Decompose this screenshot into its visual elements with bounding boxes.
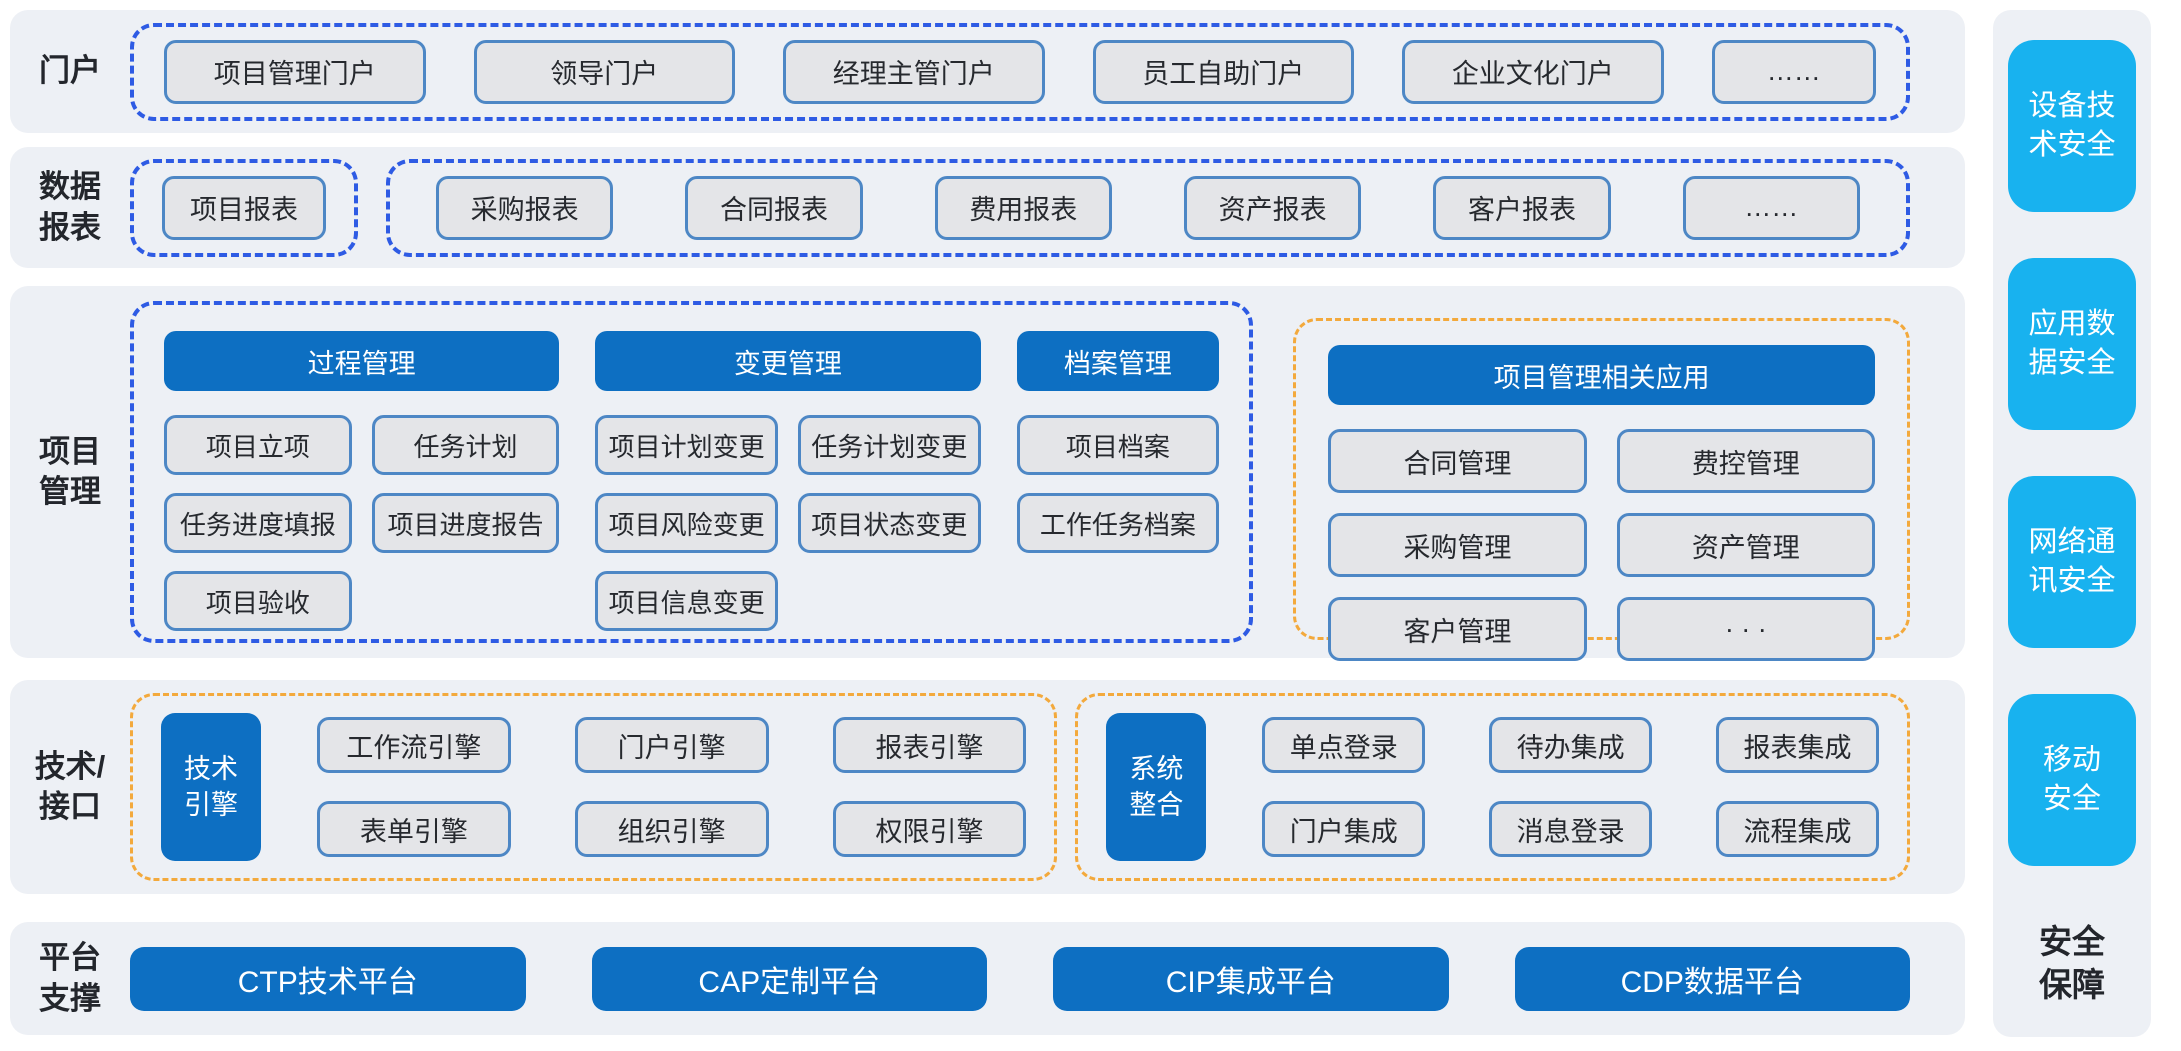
process-header-button[interactable]: 过程管理 <box>164 331 560 391</box>
archive-management-group: 档案管理 项目档案 工作任务档案 <box>1016 331 1220 613</box>
platform-button[interactable]: CDP数据平台 <box>1514 946 1910 1011</box>
process-item-button[interactable]: 任务进度填报 <box>164 493 352 553</box>
change-item-button[interactable]: 任务计划变更 <box>797 415 981 475</box>
change-item-button[interactable]: 项目风险变更 <box>595 493 778 553</box>
integration-button[interactable]: 报表集成 <box>1716 717 1879 773</box>
engine-button[interactable]: 工作流引擎 <box>317 717 511 773</box>
related-app-button[interactable]: 费控管理 <box>1616 429 1875 493</box>
related-apps-box: 项目管理相关应用 合同管理 费控管理 采购管理 资产管理 客户管理 · · · <box>1293 318 1910 661</box>
security-button[interactable]: 网络通 讯安全 <box>2008 476 2136 648</box>
security-button[interactable]: 设备技 术安全 <box>2008 40 2136 212</box>
project-management-row: 项目 管理 过程管理 项目立项 任务计划 任务进度填报 项目进度报告 项目验收 … <box>10 286 1965 661</box>
system-integration-header-button[interactable]: 系统 整合 <box>1106 713 1207 861</box>
portal-button[interactable]: 员工自助门户 <box>1092 39 1355 104</box>
change-management-group: 变更管理 项目计划变更 任务计划变更 项目风险变更 项目状态变更 项目信息变更 <box>595 331 981 631</box>
archive-grid: 项目档案 工作任务档案 <box>1016 415 1220 553</box>
integration-button[interactable]: 消息登录 <box>1489 801 1653 857</box>
engine-button[interactable]: 组织引擎 <box>574 801 769 857</box>
related-apps-grid: 合同管理 费控管理 采购管理 资产管理 客户管理 · · · <box>1328 429 1875 661</box>
system-integration-grid: 单点登录 待办集成 报表集成 门户集成 消息登录 流程集成 <box>1262 717 1879 857</box>
report-button[interactable]: 资产报表 <box>1183 175 1362 240</box>
related-apps-header-button[interactable]: 项目管理相关应用 <box>1328 345 1875 405</box>
integration-button[interactable]: 待办集成 <box>1489 717 1653 773</box>
report-button[interactable]: 合同报表 <box>685 175 863 240</box>
integration-button[interactable]: 单点登录 <box>1262 717 1426 773</box>
tech-engine-box: 技术 引擎 工作流引擎 门户引擎 报表引擎 表单引擎 组织引擎 权限引擎 <box>130 693 1058 881</box>
related-app-button[interactable]: 合同管理 <box>1328 429 1587 493</box>
main-column: 门户 项目管理门户 领导门户 经理主管门户 员工自助门户 企业文化门户 …… 数… <box>10 10 1965 1037</box>
tech-row-label: 技术/ 接口 <box>34 748 106 824</box>
engine-button[interactable]: 门户引擎 <box>574 717 769 773</box>
portal-more-button[interactable]: …… <box>1711 39 1876 104</box>
report-button[interactable]: 费用报表 <box>934 175 1112 240</box>
platform-row: 平台 支撑 CTP技术平台 CAP定制平台 CIP集成平台 CDP数据平台 <box>10 922 1965 1035</box>
archive-item-button[interactable]: 工作任务档案 <box>1016 493 1220 553</box>
archive-item-button[interactable]: 项目档案 <box>1016 415 1220 475</box>
integration-button[interactable]: 门户集成 <box>1262 801 1426 857</box>
portal-row: 门户 项目管理门户 领导门户 经理主管门户 员工自助门户 企业文化门户 …… <box>10 10 1965 133</box>
change-item-button[interactable]: 项目状态变更 <box>797 493 981 553</box>
process-item-button[interactable]: 项目进度报告 <box>371 493 560 553</box>
change-item-button[interactable]: 项目信息变更 <box>595 571 778 631</box>
portal-button[interactable]: 企业文化门户 <box>1402 39 1664 104</box>
process-item-button[interactable]: 项目立项 <box>164 415 352 475</box>
portal-group-box: 项目管理门户 领导门户 经理主管门户 员工自助门户 企业文化门户 …… <box>130 22 1910 121</box>
change-item-button[interactable]: 项目计划变更 <box>595 415 778 475</box>
tech-engine-grid: 工作流引擎 门户引擎 报表引擎 表单引擎 组织引擎 权限引擎 <box>317 717 1027 857</box>
project-row-label: 项目 管理 <box>39 433 101 509</box>
archive-header-button[interactable]: 档案管理 <box>1016 331 1220 391</box>
portal-button[interactable]: 经理主管门户 <box>783 39 1045 104</box>
platform-strip: CTP技术平台 CAP定制平台 CIP集成平台 CDP数据平台 <box>130 946 1910 1011</box>
portal-row-label: 门户 <box>39 53 101 89</box>
security-button[interactable]: 应用数 据安全 <box>2008 258 2136 430</box>
report-button[interactable]: 项目报表 <box>162 175 326 240</box>
process-management-group: 过程管理 项目立项 任务计划 任务进度填报 项目进度报告 项目验收 <box>164 331 560 631</box>
related-apps-more-button[interactable]: · · · <box>1616 597 1875 661</box>
change-grid: 项目计划变更 任务计划变更 项目风险变更 项目状态变更 项目信息变更 <box>595 415 981 631</box>
related-app-button[interactable]: 资产管理 <box>1616 513 1875 577</box>
process-item-button[interactable]: 项目验收 <box>164 571 352 631</box>
security-button[interactable]: 移动 安全 <box>2008 694 2136 866</box>
tech-interface-row: 技术/ 接口 技术 引擎 工作流引擎 门户引擎 报表引擎 表单引擎 组织引擎 权… <box>10 680 1965 894</box>
change-header-button[interactable]: 变更管理 <box>595 331 981 391</box>
report-row: 数据 报表 项目报表 采购报表 合同报表 费用报表 资产报表 客户报表 …… <box>10 147 1965 268</box>
security-column: 设备技 术安全 应用数 据安全 网络通 讯安全 移动 安全 安全 保障 <box>1993 10 2151 1037</box>
system-integration-box: 系统 整合 单点登录 待办集成 报表集成 门户集成 消息登录 流程集成 <box>1075 693 1910 881</box>
engine-button[interactable]: 权限引擎 <box>832 801 1027 857</box>
platform-button[interactable]: CAP定制平台 <box>591 946 987 1011</box>
report-button[interactable]: 客户报表 <box>1433 175 1611 240</box>
process-item-button[interactable]: 任务计划 <box>371 415 560 475</box>
engine-button[interactable]: 表单引擎 <box>317 801 511 857</box>
tech-engine-header-button[interactable]: 技术 引擎 <box>161 713 261 861</box>
portal-button[interactable]: 领导门户 <box>473 39 736 104</box>
security-column-label: 安全 保障 <box>2039 923 2105 1004</box>
integration-button[interactable]: 流程集成 <box>1716 801 1879 857</box>
portal-button[interactable]: 项目管理门户 <box>164 39 426 104</box>
report-more-button[interactable]: …… <box>1682 175 1860 240</box>
engine-button[interactable]: 报表引擎 <box>832 717 1027 773</box>
platform-button[interactable]: CTP技术平台 <box>130 946 526 1011</box>
report-button[interactable]: 采购报表 <box>436 175 614 240</box>
platform-button[interactable]: CIP集成平台 <box>1053 946 1449 1011</box>
project-core-box: 过程管理 项目立项 任务计划 任务进度填报 项目进度报告 项目验收 变更管理 项… <box>130 301 1254 643</box>
related-app-button[interactable]: 采购管理 <box>1328 513 1587 577</box>
process-grid: 项目立项 任务计划 任务进度填报 项目进度报告 项目验收 <box>164 415 560 631</box>
project-report-box: 项目报表 <box>130 158 358 257</box>
platform-row-label: 平台 支撑 <box>39 940 101 1016</box>
report-row-label: 数据 报表 <box>39 169 101 245</box>
related-app-button[interactable]: 客户管理 <box>1328 597 1587 661</box>
report-group-box: 采购报表 合同报表 费用报表 资产报表 客户报表 …… <box>386 158 1910 257</box>
